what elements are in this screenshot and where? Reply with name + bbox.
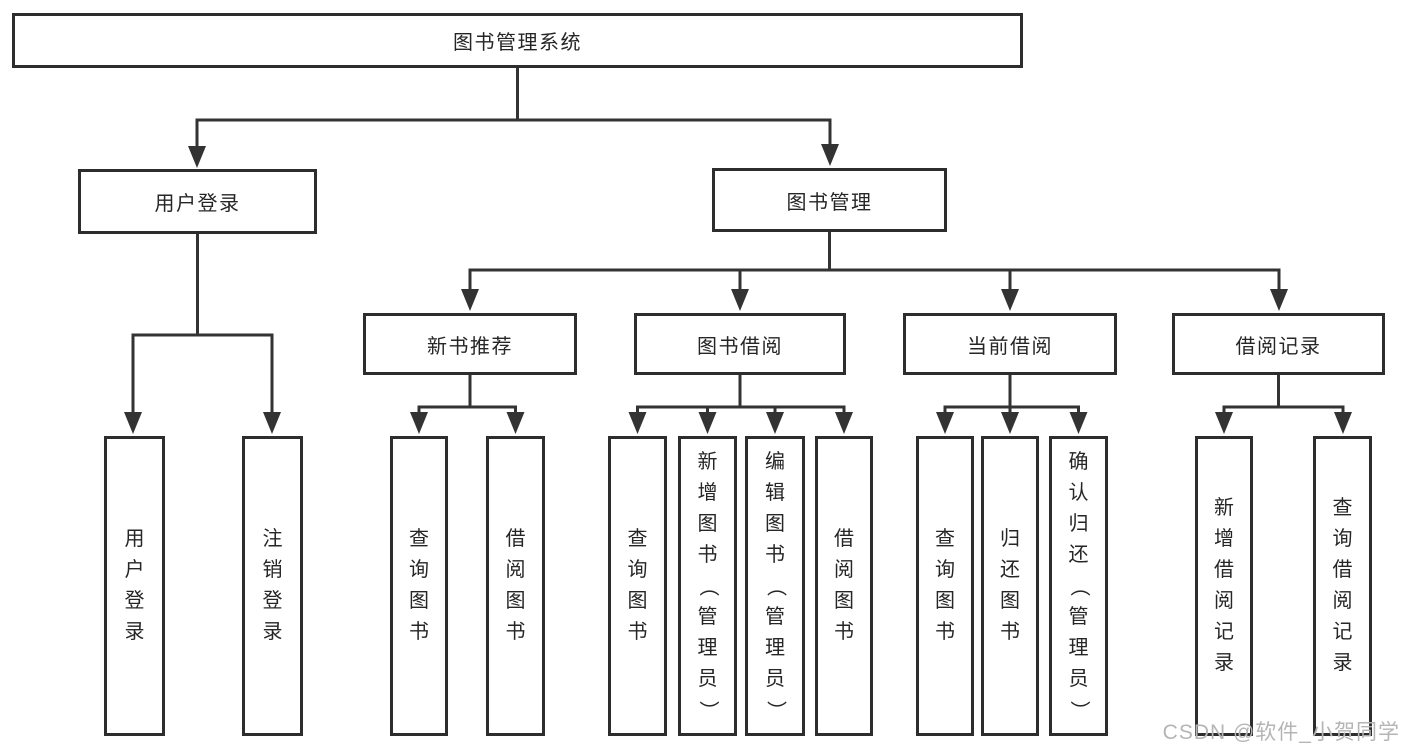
node-label: 新增借阅记录	[1214, 497, 1234, 674]
arrow-down-icon	[1001, 412, 1019, 434]
csdn-watermark: CSDN @软件_小贺同学	[1162, 721, 1400, 744]
node-label: 借阅图书	[505, 528, 526, 643]
node-label: 编辑图书（管理员）	[764, 450, 787, 721]
node-label: 借阅记录	[1235, 335, 1322, 358]
connector-records-children	[1222, 375, 1345, 416]
node-records-add-record: 新增借阅记录	[1195, 436, 1253, 736]
node-label: 查询借阅记录	[1332, 497, 1353, 674]
arrow-down-icon	[766, 412, 784, 434]
arrow-down-icon	[506, 412, 525, 434]
node-label: 新书推荐	[427, 335, 513, 358]
node-book-management: 图书管理	[712, 168, 947, 232]
node-root: 图书管理系统	[12, 13, 1023, 68]
node-records-query-record: 查询借阅记录	[1313, 436, 1372, 736]
node-user-login-leaf: 用户登录	[104, 436, 165, 736]
arrow-down-icon	[1270, 289, 1288, 311]
node-label: 注销登录	[262, 528, 283, 643]
node-current-return-books: 归还图书	[981, 436, 1039, 736]
node-borrow-borrow-books: 借阅图书	[815, 436, 873, 736]
node-borrow-query-books: 查询图书	[608, 436, 667, 736]
node-borrow-add-books-admin: 新增图书（管理员）	[678, 436, 737, 736]
node-borrow-records: 借阅记录	[1172, 313, 1385, 375]
arrow-down-icon	[936, 412, 954, 434]
node-label: 当前借阅	[967, 335, 1053, 358]
connector-mgmt-sections	[468, 232, 1281, 292]
node-current-borrow: 当前借阅	[903, 313, 1117, 375]
node-current-confirm-return-admin: 确认归还（管理员）	[1049, 436, 1108, 736]
arrow-down-icon	[1069, 412, 1088, 434]
arrow-down-icon	[628, 412, 647, 434]
connector-current-children	[943, 375, 1080, 416]
node-label: 查询图书	[627, 528, 648, 643]
arrow-down-icon	[731, 289, 749, 311]
node-label: 借阅图书	[834, 528, 854, 643]
arrow-down-icon	[835, 412, 853, 434]
node-label: 图书管理	[786, 191, 873, 214]
node-book-borrow: 图书借阅	[634, 313, 846, 375]
node-root-label: 图书管理系统	[453, 32, 582, 54]
arrow-down-icon	[698, 412, 717, 434]
node-new-book-recommend: 新书推荐	[363, 313, 577, 375]
node-current-query-books: 查询图书	[916, 436, 974, 736]
node-label: 确认归还（管理员）	[1068, 450, 1090, 721]
node-label: 归还图书	[1000, 528, 1020, 643]
arrow-down-icon	[1001, 289, 1019, 311]
arrow-down-icon	[1334, 412, 1352, 434]
node-label: 新增图书（管理员）	[697, 450, 719, 721]
node-logout-leaf: 注销登录	[242, 436, 303, 736]
arrow-down-icon	[410, 412, 428, 434]
arrow-down-icon	[1215, 412, 1233, 434]
arrow-down-icon	[188, 146, 206, 168]
node-label: 用户登录	[154, 193, 241, 215]
arrow-down-icon	[124, 412, 142, 434]
node-newbook-query-books: 查询图书	[390, 436, 448, 736]
arrow-down-icon	[263, 412, 281, 434]
node-borrow-edit-books-admin: 编辑图书（管理员）	[745, 436, 805, 736]
connector-newbook-children	[417, 375, 517, 416]
node-label: 查询图书	[409, 528, 429, 643]
connector-borrow-children	[636, 375, 846, 416]
connector-root-to-branches	[195, 68, 832, 150]
node-newbook-borrow-books: 借阅图书	[486, 436, 545, 736]
arrow-down-icon	[821, 144, 839, 166]
node-label: 查询图书	[935, 528, 955, 643]
node-label: 图书借阅	[697, 335, 783, 358]
arrow-down-icon	[461, 289, 479, 311]
connector-login-children	[131, 234, 274, 414]
node-label: 用户登录	[124, 528, 145, 643]
node-user-login: 用户登录	[78, 169, 317, 234]
